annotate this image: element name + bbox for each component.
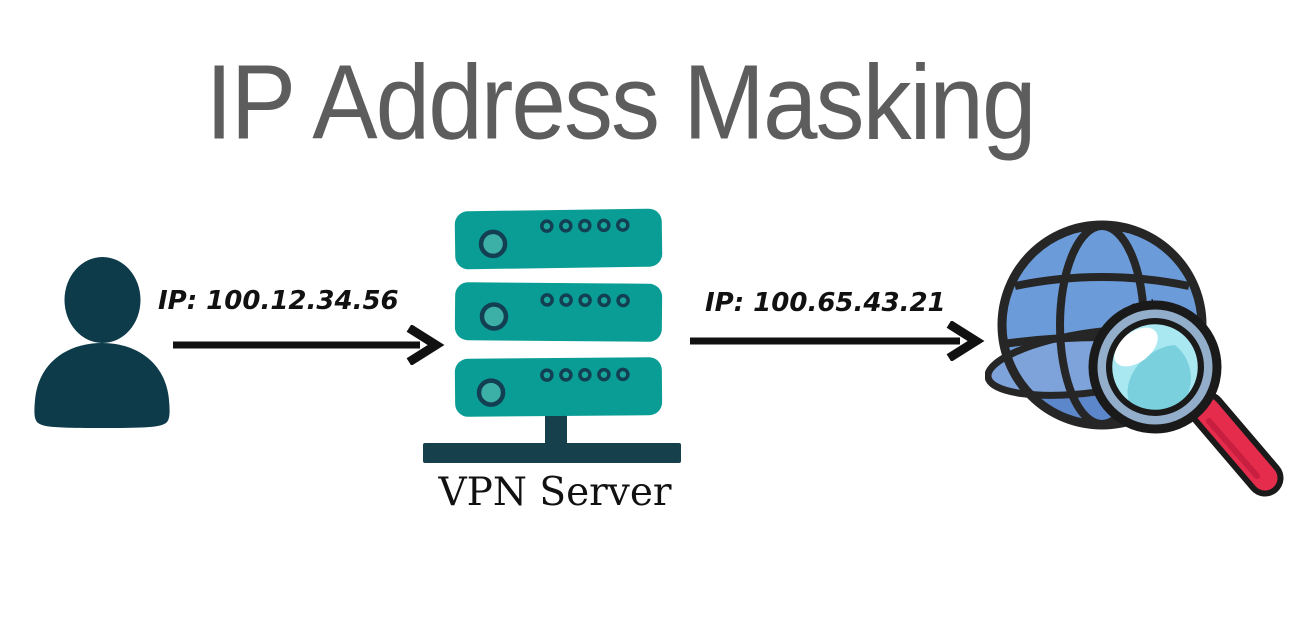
right-arrow-icon xyxy=(173,325,445,365)
vpn-server-label: VPN Server xyxy=(438,470,672,515)
globe-magnifier-icon xyxy=(985,220,1284,497)
magnifier-icon xyxy=(1088,299,1284,497)
right-arrow-icon xyxy=(690,321,985,361)
user-silhouette-icon xyxy=(34,257,170,428)
page-title: IP Address Masking xyxy=(205,43,1036,162)
masked-ip-label: IP: 100.65.43.21 xyxy=(705,288,946,318)
source-ip-label: IP: 100.12.34.56 xyxy=(158,286,399,316)
vpn-server-stack-icon xyxy=(423,208,681,463)
